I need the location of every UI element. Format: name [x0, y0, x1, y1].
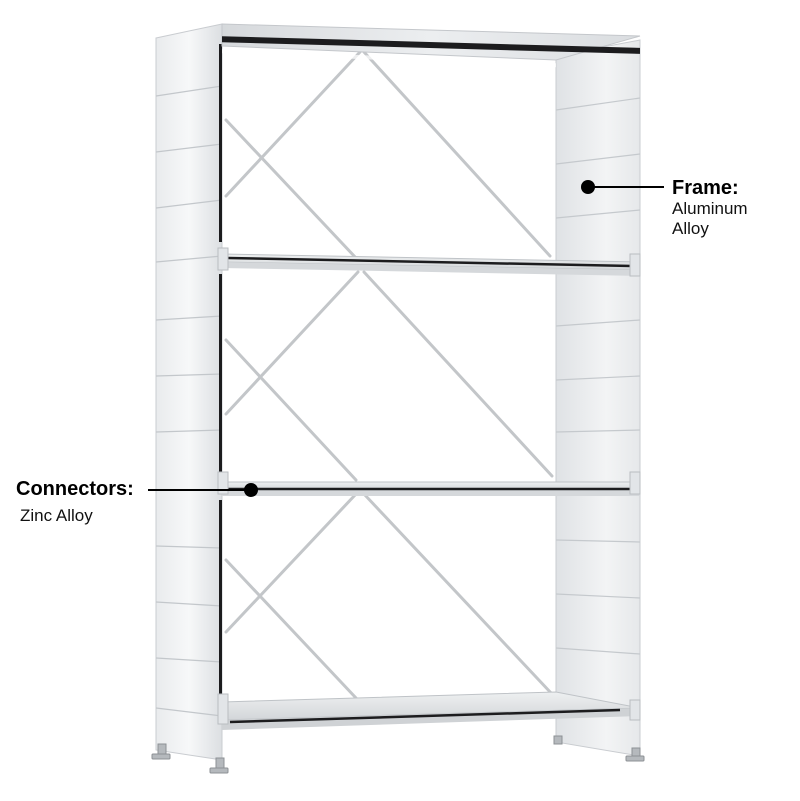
right-side-panel: [555, 39, 641, 757]
cross-braces: [224, 50, 554, 700]
connectors-material: Zinc Alloy: [20, 506, 93, 525]
connectors-material-label: Connectors: Zinc Alloy: [16, 478, 186, 526]
top-frame: [221, 23, 641, 68]
connectors-title: Connectors:: [16, 478, 134, 500]
frame-material-label: Frame: Aluminum Alloy: [672, 177, 797, 239]
shelf-middle: [221, 481, 641, 496]
feet: [151, 735, 645, 774]
corner-connectors: [217, 247, 641, 725]
connectors-pointer: [148, 483, 258, 497]
frame-title: Frame:: [672, 177, 739, 199]
frame-pointer: [581, 180, 664, 194]
left-side-panel: [155, 23, 223, 761]
frame-material: Aluminum Alloy: [672, 199, 748, 238]
